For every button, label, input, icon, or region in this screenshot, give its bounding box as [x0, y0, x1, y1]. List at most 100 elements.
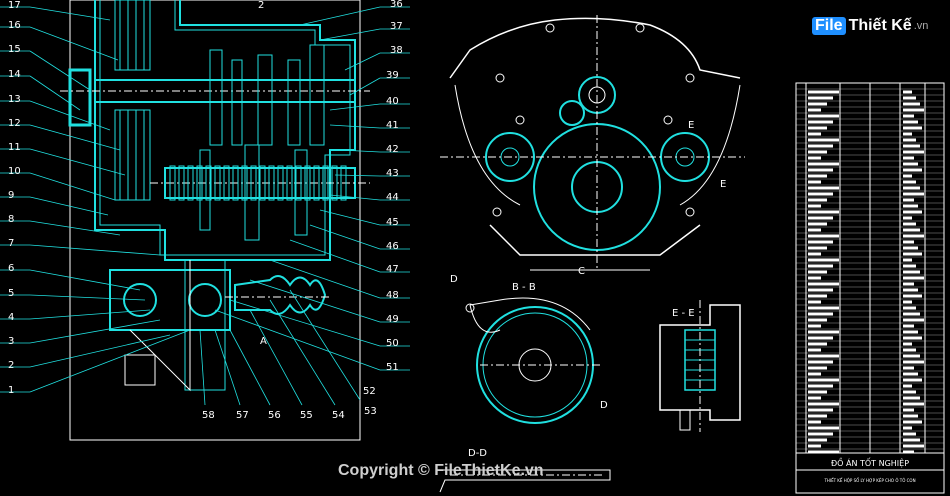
leader-line: [29, 172, 116, 201]
table-cell-text: [903, 246, 918, 250]
table-cell-text: [808, 186, 839, 190]
part-number: 1: [8, 385, 14, 396]
part-number: 53: [364, 406, 377, 417]
table-cell-text: [903, 180, 916, 184]
gear-tooth: [259, 165, 266, 201]
gear-tooth: [331, 165, 338, 201]
table-cell-text: [903, 432, 916, 436]
leader-line: [229, 299, 381, 347]
leader-line: [29, 334, 171, 368]
table-cell-text: [903, 234, 924, 238]
table-cell-text: [903, 438, 920, 442]
gear-tooth: [313, 165, 320, 201]
section-c-view: C E E: [440, 15, 745, 277]
table-cell-text: [903, 108, 924, 112]
table-cell-text: [903, 150, 924, 154]
part-number: 17: [8, 0, 21, 11]
table-cell-text: [903, 450, 914, 454]
leader-line: [329, 103, 381, 111]
part-number: 54: [332, 410, 345, 421]
leader-line: [229, 329, 271, 406]
table-cell-text: [808, 150, 827, 154]
gear-tooth: [286, 165, 293, 201]
logo-domain: .vn: [913, 20, 929, 32]
part-number: 43: [386, 168, 399, 179]
table-cell-text: [808, 264, 833, 268]
leader-line: [319, 209, 381, 226]
table-cell-text: [808, 324, 821, 328]
bottom-part-numbers: 58 57 56 55 54 53: [202, 406, 377, 421]
part-number: 56: [268, 410, 281, 421]
table-cell-text: [808, 90, 839, 94]
section-d-label: D: [450, 274, 458, 285]
section-d-label: D: [600, 400, 608, 411]
logo-file: File: [812, 17, 846, 35]
table-cell-text: [808, 372, 821, 376]
gear-stack: [199, 44, 325, 241]
part-number: 49: [386, 314, 399, 325]
table-cell-text: [903, 186, 920, 190]
title-block-sub: THIẾT KẾ HỘP SỐ LY HỢP KÉP CHO Ô TÔ CON: [823, 477, 915, 483]
table-cell-text: [903, 282, 914, 286]
table-cell-text: [808, 384, 833, 388]
site-logo[interactable]: File Thiết Kế .vn: [812, 14, 928, 38]
table-cell-text: [903, 96, 916, 100]
table-cell-text: [808, 450, 839, 454]
table-cell-text: [808, 234, 839, 238]
counter-shaft: [150, 165, 370, 201]
part-number-top: 2: [258, 0, 264, 11]
copyright-watermark: Copyright © FileThietKe.vn: [338, 462, 544, 479]
part-number: 14: [8, 69, 21, 80]
table-cell-text: [903, 330, 918, 334]
table-cell-text: [903, 408, 914, 412]
table-cell-text: [808, 246, 827, 250]
table-cell-text: [903, 354, 920, 358]
section-e-label: E: [688, 120, 694, 131]
leader-line: [29, 100, 111, 131]
table-cell-text: [808, 174, 827, 178]
table-cell-text: [903, 426, 912, 430]
part-number: 51: [386, 362, 399, 373]
table-cell-text: [808, 288, 833, 292]
input-shaft: [60, 79, 370, 103]
title-block-main: ĐỒ ÁN TỐT NGHIỆP: [831, 456, 909, 469]
table-cell-text: [808, 156, 821, 160]
table-cell-text: [903, 102, 920, 106]
table-cell-text: [808, 210, 839, 214]
table-cell-text: [808, 390, 827, 394]
table-cell-text: [808, 180, 821, 184]
table-cell-text: [808, 204, 821, 208]
table-cell-text: [903, 174, 912, 178]
table-cell-text: [903, 216, 912, 220]
parts-list-table: ĐỒ ÁN TỐT NGHIỆP THIẾT KẾ HỘP SỐ LY HỢP …: [795, 82, 945, 494]
table-cell-text: [903, 120, 918, 124]
gearbox-housing: [94, 0, 356, 261]
table-cell-text: [903, 318, 924, 322]
table-cell-text: [903, 138, 916, 142]
table-cell-text: [903, 312, 920, 316]
leader-line: [289, 239, 381, 273]
part-number: 6: [8, 263, 14, 274]
table-cell-text: [903, 366, 914, 370]
gear-tooth: [178, 165, 185, 201]
table-cell-text: [808, 120, 833, 124]
section-bb-label: B - B: [512, 282, 536, 293]
leader-line: [29, 6, 111, 21]
section-dd-view: D-D: [439, 448, 611, 493]
table-cell-text: [903, 156, 914, 160]
part-number: 5: [8, 288, 14, 299]
table-cell-text: [808, 168, 833, 172]
table-cell-text: [808, 408, 833, 412]
table-cell-text: [808, 228, 821, 232]
part-number: 12: [8, 118, 21, 129]
table-cell-text: [808, 354, 839, 358]
table-cell-text: [808, 222, 827, 226]
table-cell-text: [903, 222, 916, 226]
table-cell-text: [808, 378, 839, 382]
table-cell-text: [808, 420, 821, 424]
table-cell-text: [808, 132, 821, 136]
table-cell-text: [808, 318, 827, 322]
table-cell-text: [903, 396, 920, 400]
table-cell-text: [808, 114, 839, 118]
table-cell-text: [808, 108, 821, 112]
